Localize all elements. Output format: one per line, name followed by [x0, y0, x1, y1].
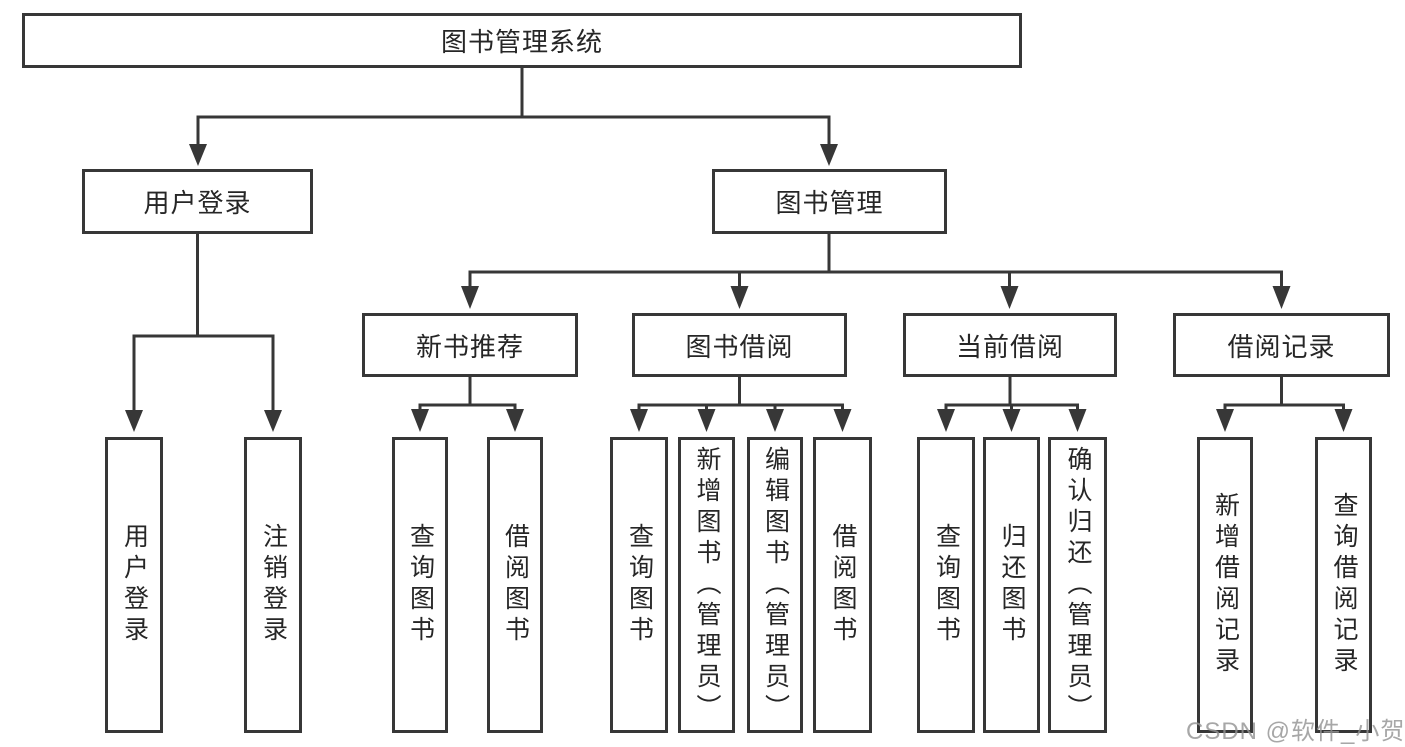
leaf-current-confirm-return-admin: 确认归还（管理员） — [1048, 437, 1107, 733]
node-branch-book-management: 图书管理 — [712, 169, 947, 234]
leaf-borrowing-add-book-admin: 新增图书（管理员） — [678, 437, 735, 733]
leaf-logout: 注销登录 — [244, 437, 302, 733]
leaf-borrowing-query-books: 查询图书 — [610, 437, 668, 733]
node-group-current-borrowing: 当前借阅 — [903, 313, 1117, 377]
node-library-management-system: 图书管理系统 — [22, 13, 1022, 68]
leaf-current-query-books: 查询图书 — [917, 437, 975, 733]
leaf-recommend-borrow-books: 借阅图书 — [487, 437, 543, 733]
node-group-borrow-records: 借阅记录 — [1173, 313, 1390, 377]
node-group-new-book-recommendation: 新书推荐 — [362, 313, 578, 377]
leaf-borrowing-borrow-books: 借阅图书 — [813, 437, 872, 733]
leaf-borrowing-edit-book-admin: 编辑图书（管理员） — [747, 437, 803, 733]
leaf-recommend-query-books: 查询图书 — [392, 437, 448, 733]
leaf-records-add-borrow-record: 新增借阅记录 — [1197, 437, 1253, 733]
node-branch-user-login: 用户登录 — [82, 169, 313, 234]
csdn-watermark: CSDN @软件_小贺同学 — [1186, 718, 1405, 745]
leaf-current-return-books: 归还图书 — [983, 437, 1040, 733]
node-group-book-borrowing: 图书借阅 — [632, 313, 847, 377]
leaf-user-login: 用户登录 — [105, 437, 163, 733]
leaf-records-query-borrow-record: 查询借阅记录 — [1315, 437, 1372, 733]
